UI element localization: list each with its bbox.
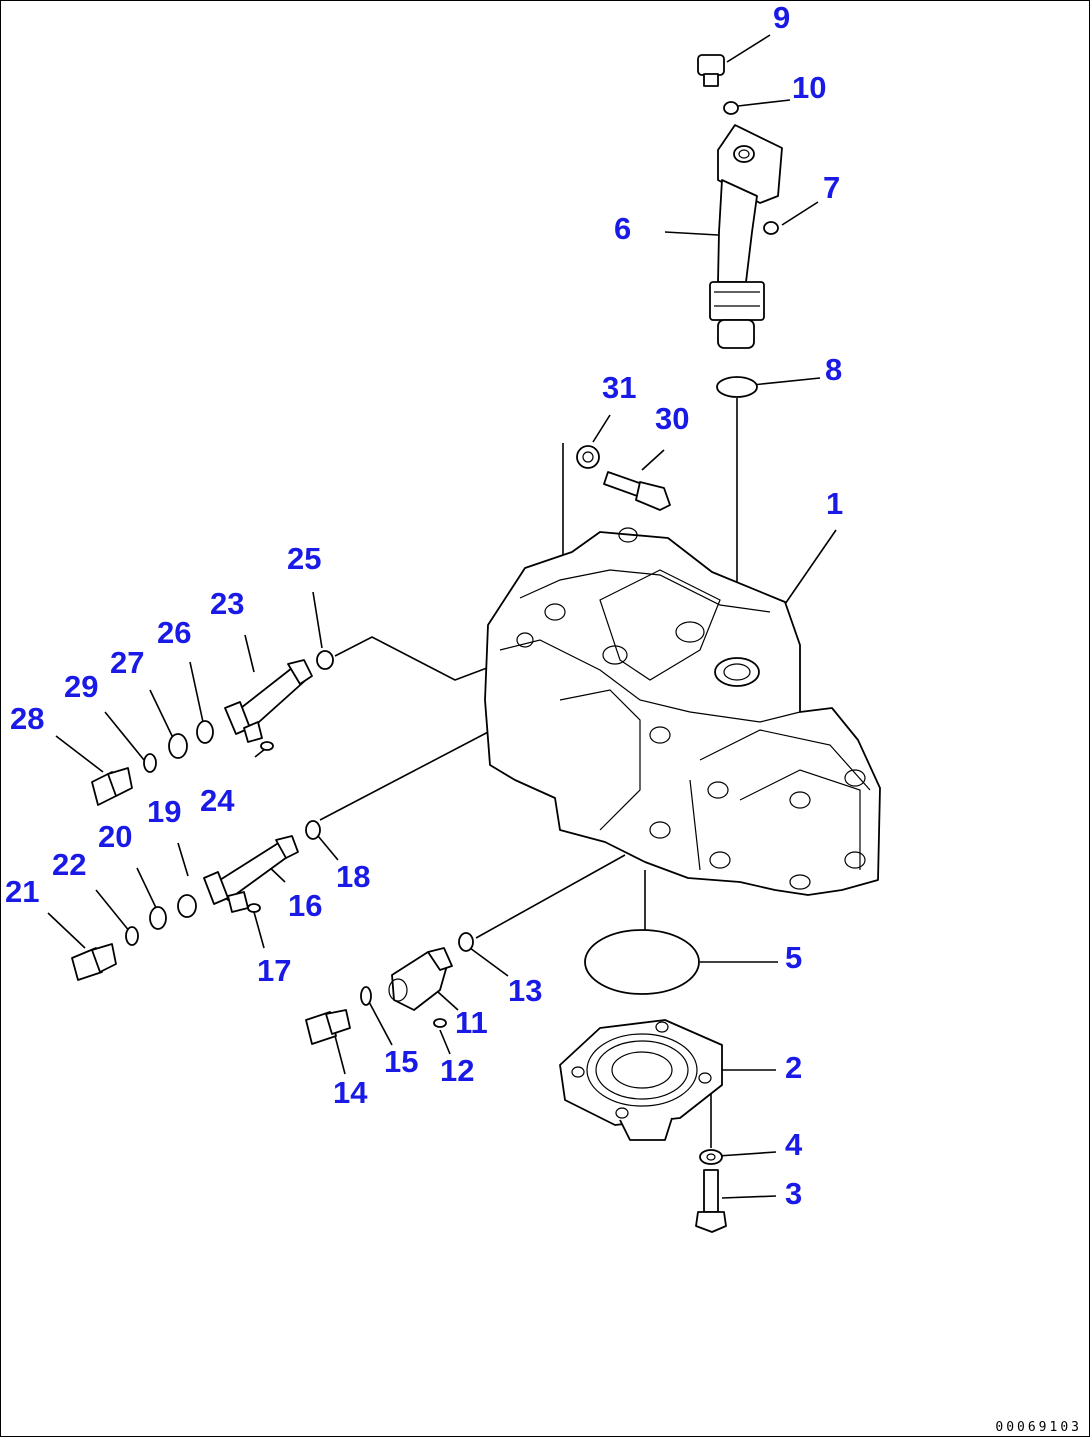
callout-10: 10 — [792, 70, 827, 105]
callout-8: 8 — [825, 352, 843, 387]
callout-18: 18 — [336, 859, 371, 894]
part-5-oring — [584, 929, 700, 995]
part-18-oring — [305, 820, 321, 840]
part-23-tube-fitting — [224, 659, 313, 743]
part-16-tube-fitting — [203, 835, 299, 913]
callout-3: 3 — [785, 1176, 803, 1211]
part-17-oring — [247, 903, 261, 913]
part-4-washer — [699, 1149, 723, 1165]
part-14-plug — [305, 1009, 351, 1045]
part-28-plug — [91, 767, 133, 806]
drawing-code: 00069103 — [995, 1420, 1082, 1435]
callout-7: 7 — [823, 170, 841, 205]
callout-28: 28 — [10, 701, 45, 736]
part-26-ring — [196, 720, 214, 744]
part-25-oring — [316, 650, 334, 670]
part-7-oring — [763, 221, 779, 235]
callout-6: 6 — [614, 211, 632, 246]
callout-12: 12 — [440, 1053, 475, 1088]
part-1-pump-body — [484, 527, 881, 896]
part-3-bolt — [695, 1169, 727, 1233]
callout-15: 15 — [384, 1044, 419, 1079]
part-22-ring — [125, 926, 139, 946]
callout-9: 9 — [773, 0, 791, 35]
part-31-washer — [576, 445, 600, 469]
part-10-oring — [723, 101, 739, 115]
callout-23: 23 — [210, 586, 245, 621]
callout-22: 22 — [52, 847, 87, 882]
callout-31: 31 — [602, 370, 637, 405]
part-27-ring — [168, 733, 188, 759]
part-29-ring — [143, 753, 157, 773]
part-15-ring — [360, 986, 372, 1006]
callout-21: 21 — [5, 874, 40, 909]
part-24-oring — [260, 741, 274, 751]
part-30-bolt — [603, 471, 671, 511]
callout-17: 17 — [257, 953, 292, 988]
callout-30: 30 — [655, 401, 690, 436]
callout-24: 24 — [200, 783, 235, 818]
part-11-valve-fitting — [388, 947, 453, 1011]
callout-13: 13 — [508, 973, 543, 1008]
callout-2: 2 — [785, 1050, 803, 1085]
callout-1: 1 — [826, 486, 844, 521]
callout-27: 27 — [110, 645, 145, 680]
part-8-oring — [716, 376, 758, 398]
callout-11: 11 — [455, 1005, 488, 1040]
part-12-oring — [433, 1018, 447, 1028]
part-2-flange-cover — [559, 1019, 723, 1141]
part-21-plug — [71, 943, 117, 981]
callout-4: 4 — [785, 1127, 803, 1162]
callout-26: 26 — [157, 615, 192, 650]
callout-14: 14 — [333, 1075, 368, 1110]
callout-19: 19 — [147, 794, 182, 829]
callout-16: 16 — [288, 888, 323, 923]
callout-25: 25 — [287, 541, 322, 576]
part-13-oring — [458, 932, 474, 952]
callout-5: 5 — [785, 940, 803, 975]
callout-20: 20 — [98, 819, 133, 854]
part-9-bolt — [697, 54, 725, 87]
part-6-elbow-fitting — [709, 124, 783, 349]
callout-29: 29 — [64, 669, 99, 704]
part-19-ring — [177, 894, 197, 918]
part-20-ring — [149, 906, 167, 930]
